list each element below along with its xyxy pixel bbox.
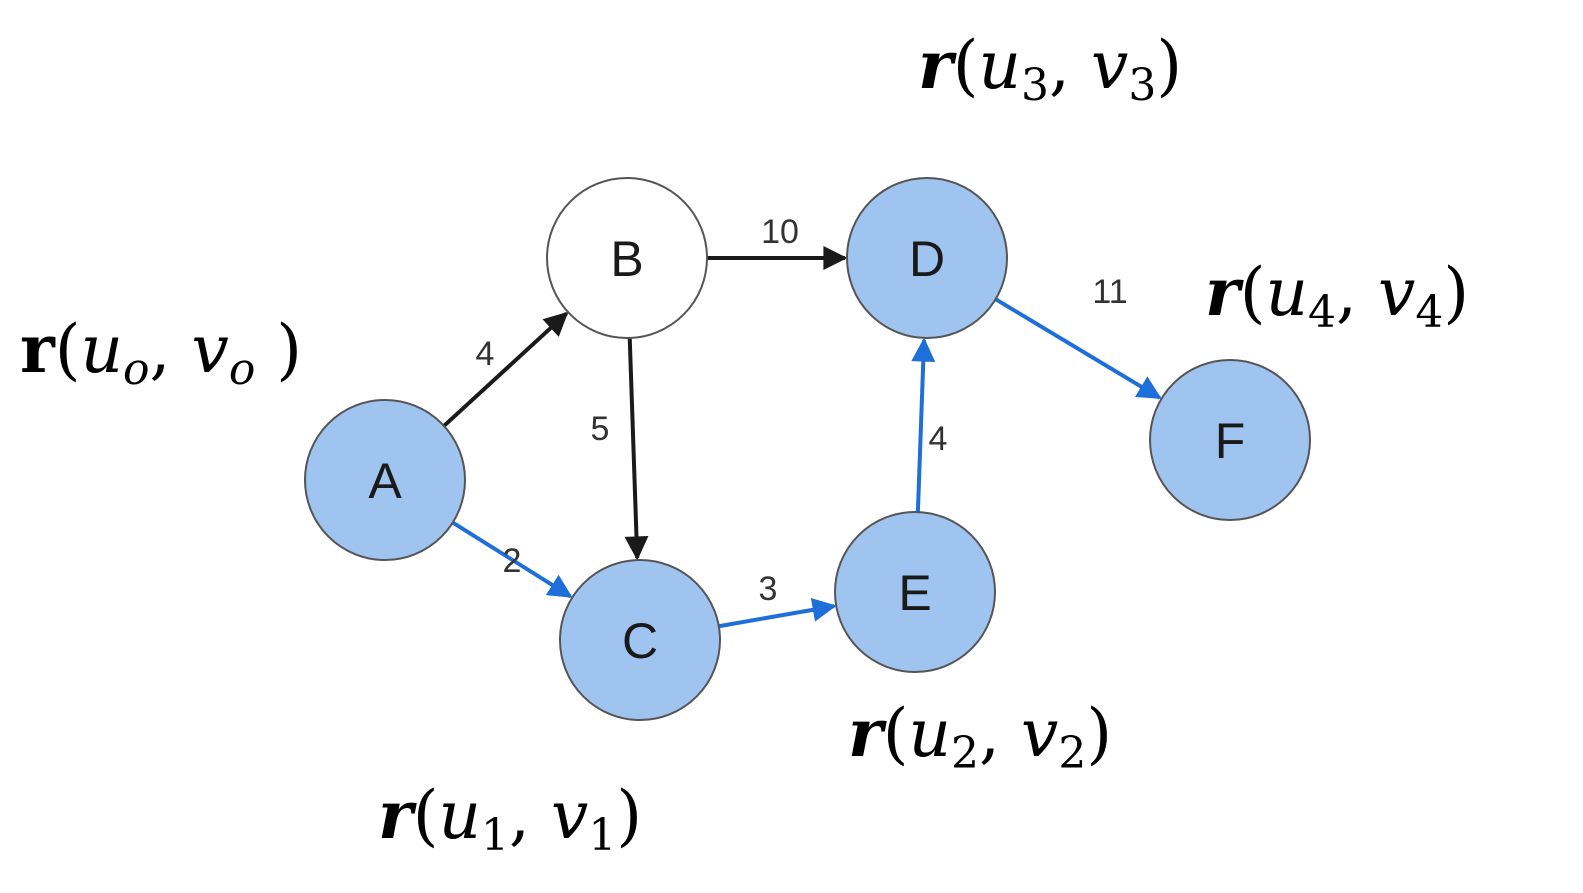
node-circle-E [834,511,996,673]
edge-weight-B-D: 10 [761,213,799,251]
node-B: B [546,177,708,339]
annotation-r0: r(uo, vo ) [20,310,302,395]
edge-B-C [624,337,649,561]
node-D: D [846,177,1008,339]
node-circle-A [304,399,466,561]
annotation-r4: r(u4, v4) [1205,253,1469,338]
edge-weight-E-D: 4 [929,420,948,458]
node-label-D: D [909,231,945,287]
node-A: A [304,399,466,561]
nodes-layer: A B C D E F [304,177,1311,721]
node-label-B: B [610,231,643,287]
node-circle-D [846,177,1008,339]
edge-weight-B-C: 5 [591,410,610,448]
node-circle-B [546,177,708,339]
edge-weight-A-C: 2 [503,542,522,580]
node-label-E: E [898,565,931,621]
annotation-r1: r(u1, v1) [378,776,642,861]
edge-weight-D-F: 11 [1092,273,1127,311]
node-C: C [559,559,721,721]
edges-layer: 4 2 5 10 3 4 11 [442,213,1162,629]
node-label-A: A [368,453,402,509]
node-label-C: C [622,613,658,669]
node-circle-C [559,559,721,721]
edge-C-E [718,597,837,629]
annotation-r2: r(u2, v2) [848,694,1112,779]
edge-A-B [442,311,569,428]
edge-E-D [911,337,936,513]
edge-weight-A-B: 4 [476,335,495,373]
node-circle-F [1149,359,1311,521]
edge-weight-C-E: 3 [759,570,778,608]
annotation-r3: r(u3, v3) [918,26,1182,111]
node-label-F: F [1215,413,1246,469]
node-E: E [834,511,996,673]
edge-A-C [451,520,573,599]
edge-D-F [994,297,1162,400]
node-F: F [1149,359,1311,521]
